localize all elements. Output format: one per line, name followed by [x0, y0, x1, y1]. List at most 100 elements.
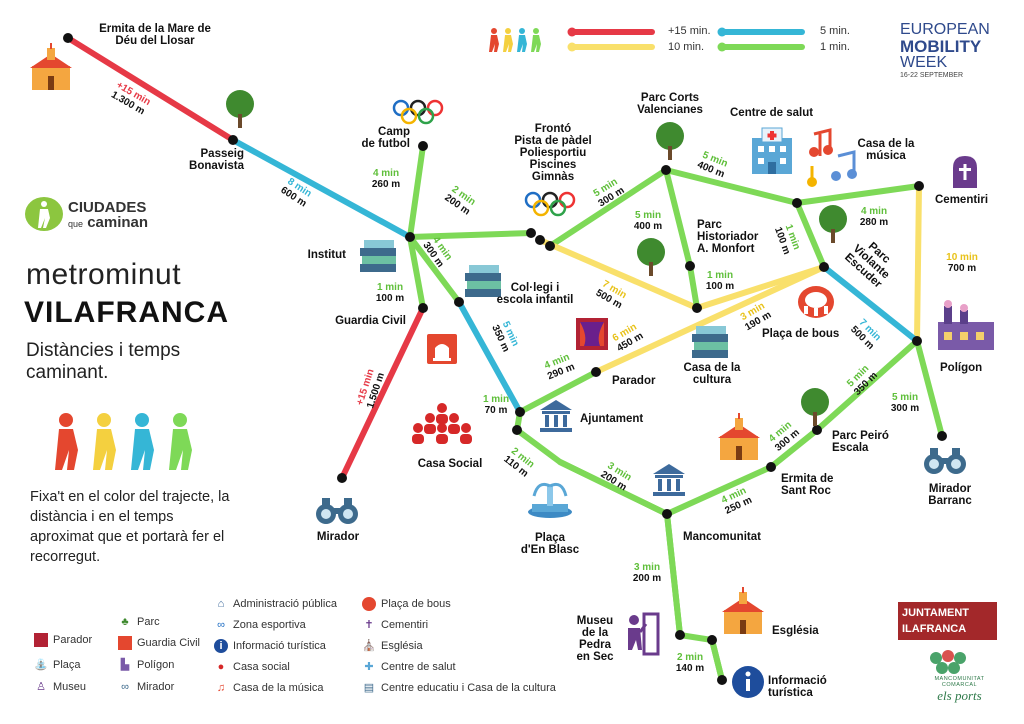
- ajuntament-line2: ILAFRANCA: [902, 623, 967, 635]
- route-segment: [794, 200, 827, 270]
- segment-time: 4 min: [861, 206, 887, 217]
- node-parc-corts[interactable]: [661, 165, 671, 175]
- node-parc-violante[interactable]: [819, 262, 829, 272]
- tree-icon: [637, 238, 665, 276]
- segment-time: 4 min: [373, 168, 399, 179]
- route-segment: [814, 338, 920, 433]
- museum-icon: [628, 612, 660, 656]
- tomb-icon: ✝: [364, 619, 374, 631]
- emw-line3: WEEK: [900, 54, 948, 71]
- node-ermita-mare[interactable]: [63, 33, 73, 43]
- route-segment: [914, 338, 945, 439]
- node-ermita-roc[interactable]: [766, 462, 776, 472]
- label-info: Informació turística: [768, 675, 827, 699]
- route-segment: [456, 299, 523, 415]
- legend-centre: ▤Centre educatiu i Casa de la cultura: [362, 681, 556, 695]
- legend-1min: 1 min.: [820, 41, 850, 53]
- node-placa-blasc[interactable]: [512, 425, 522, 435]
- route-segment: [339, 305, 426, 481]
- legend-museu: ♙ Museu: [34, 680, 86, 694]
- legend-guardia: Guardia Civil: [118, 636, 200, 650]
- label-placa-bous: Plaça de bous: [762, 328, 840, 340]
- townhall-icon: [653, 464, 685, 496]
- olympic-icon: ∞: [217, 619, 225, 631]
- walkers-icon: [489, 28, 541, 52]
- node-fronto[interactable]: [535, 235, 545, 245]
- theatre-icon: [34, 633, 48, 647]
- label-placa-blasc: Plaça d'En Blasc: [520, 532, 580, 556]
- legend-label: Parador: [53, 634, 93, 646]
- node-info[interactable]: [717, 675, 727, 685]
- museum-icon: ♙: [36, 681, 46, 693]
- segment-distance: 260 m: [372, 179, 400, 190]
- segment-time: 5 min: [892, 392, 918, 403]
- label-ermita-roc: Ermita de Sant Roc: [781, 473, 834, 497]
- node-mirador-barranc[interactable]: [937, 431, 947, 441]
- legend-label: Centre educatiu i Casa de la cultura: [381, 682, 556, 694]
- route-segment: [537, 237, 700, 311]
- legend-label: Centre de salut: [381, 661, 456, 673]
- route-segment: [914, 183, 922, 344]
- bullring-icon: [362, 597, 376, 611]
- node-parc-peiro[interactable]: [812, 425, 822, 435]
- node-collegi[interactable]: [454, 297, 464, 307]
- node-cementiri[interactable]: [914, 181, 924, 191]
- node-guardia[interactable]: [418, 303, 428, 313]
- label-ermita-mare: Ermita de la Mare de Déu del Llosar: [99, 23, 211, 47]
- node-mirador[interactable]: [337, 473, 347, 483]
- siren-icon: [118, 636, 132, 650]
- node-mancomunitat[interactable]: [662, 509, 672, 519]
- label-mirador: Mirador: [316, 531, 360, 543]
- node-institut[interactable]: [405, 232, 415, 242]
- legend-label: Casa social: [233, 661, 290, 673]
- tree-icon: [656, 122, 684, 160]
- route-segment: [407, 234, 462, 305]
- olympic-icon: [392, 99, 444, 125]
- route-connector: [677, 632, 715, 643]
- label-ajuntament: Ajuntament: [580, 413, 644, 425]
- route-nodes: [63, 27, 947, 685]
- legend-label: Museu: [53, 681, 87, 693]
- segment-distance: 140 m: [676, 663, 704, 674]
- legend-label: Cementiri: [381, 619, 429, 631]
- segment-time: 1 min: [483, 394, 509, 405]
- node-ajuntament[interactable]: [515, 407, 525, 417]
- node-centre-salut[interactable]: [792, 198, 802, 208]
- node-camp[interactable]: [418, 141, 428, 151]
- legend-parador: Parador: [34, 633, 92, 647]
- route-segment: [794, 183, 922, 206]
- label-centre-salut: Centre de salut: [730, 107, 814, 119]
- label-casa-social: Casa Social: [417, 458, 483, 470]
- elsports-text: els ports: [937, 688, 982, 703]
- label-museu: Museu de la Pedra en Sec: [576, 615, 614, 663]
- node-parador[interactable]: [591, 367, 601, 377]
- node-esglesia[interactable]: [707, 635, 717, 645]
- segment-distance: 280 m: [860, 217, 888, 228]
- cq-line1: CIUDADES: [68, 199, 147, 216]
- title-bold: VILAFRANCA: [24, 296, 229, 329]
- node-poligon[interactable]: [912, 336, 922, 346]
- legend-mirador: ∞Mirador: [118, 680, 174, 694]
- legend-poligon: ▙Polígon: [118, 658, 175, 672]
- legend-bar-dot: [717, 27, 727, 37]
- node-casa-cultura[interactable]: [692, 303, 702, 313]
- mancomunitat-text: MANCOMUNITAT COMARCAL: [934, 676, 985, 688]
- label-esglesia: Església: [772, 625, 819, 637]
- route-segment: [407, 234, 426, 311]
- node-fronto[interactable]: [545, 241, 555, 251]
- legend-parc: ♣Parc: [118, 615, 159, 629]
- node-passeig[interactable]: [228, 135, 238, 145]
- node-museu[interactable]: [675, 630, 685, 640]
- node-parc-montfort[interactable]: [685, 261, 695, 271]
- node-fronto[interactable]: [526, 228, 536, 238]
- factory-icon: [938, 300, 994, 350]
- ajuntament-logo: JUNTAMENT ILAFRANCA: [898, 602, 997, 640]
